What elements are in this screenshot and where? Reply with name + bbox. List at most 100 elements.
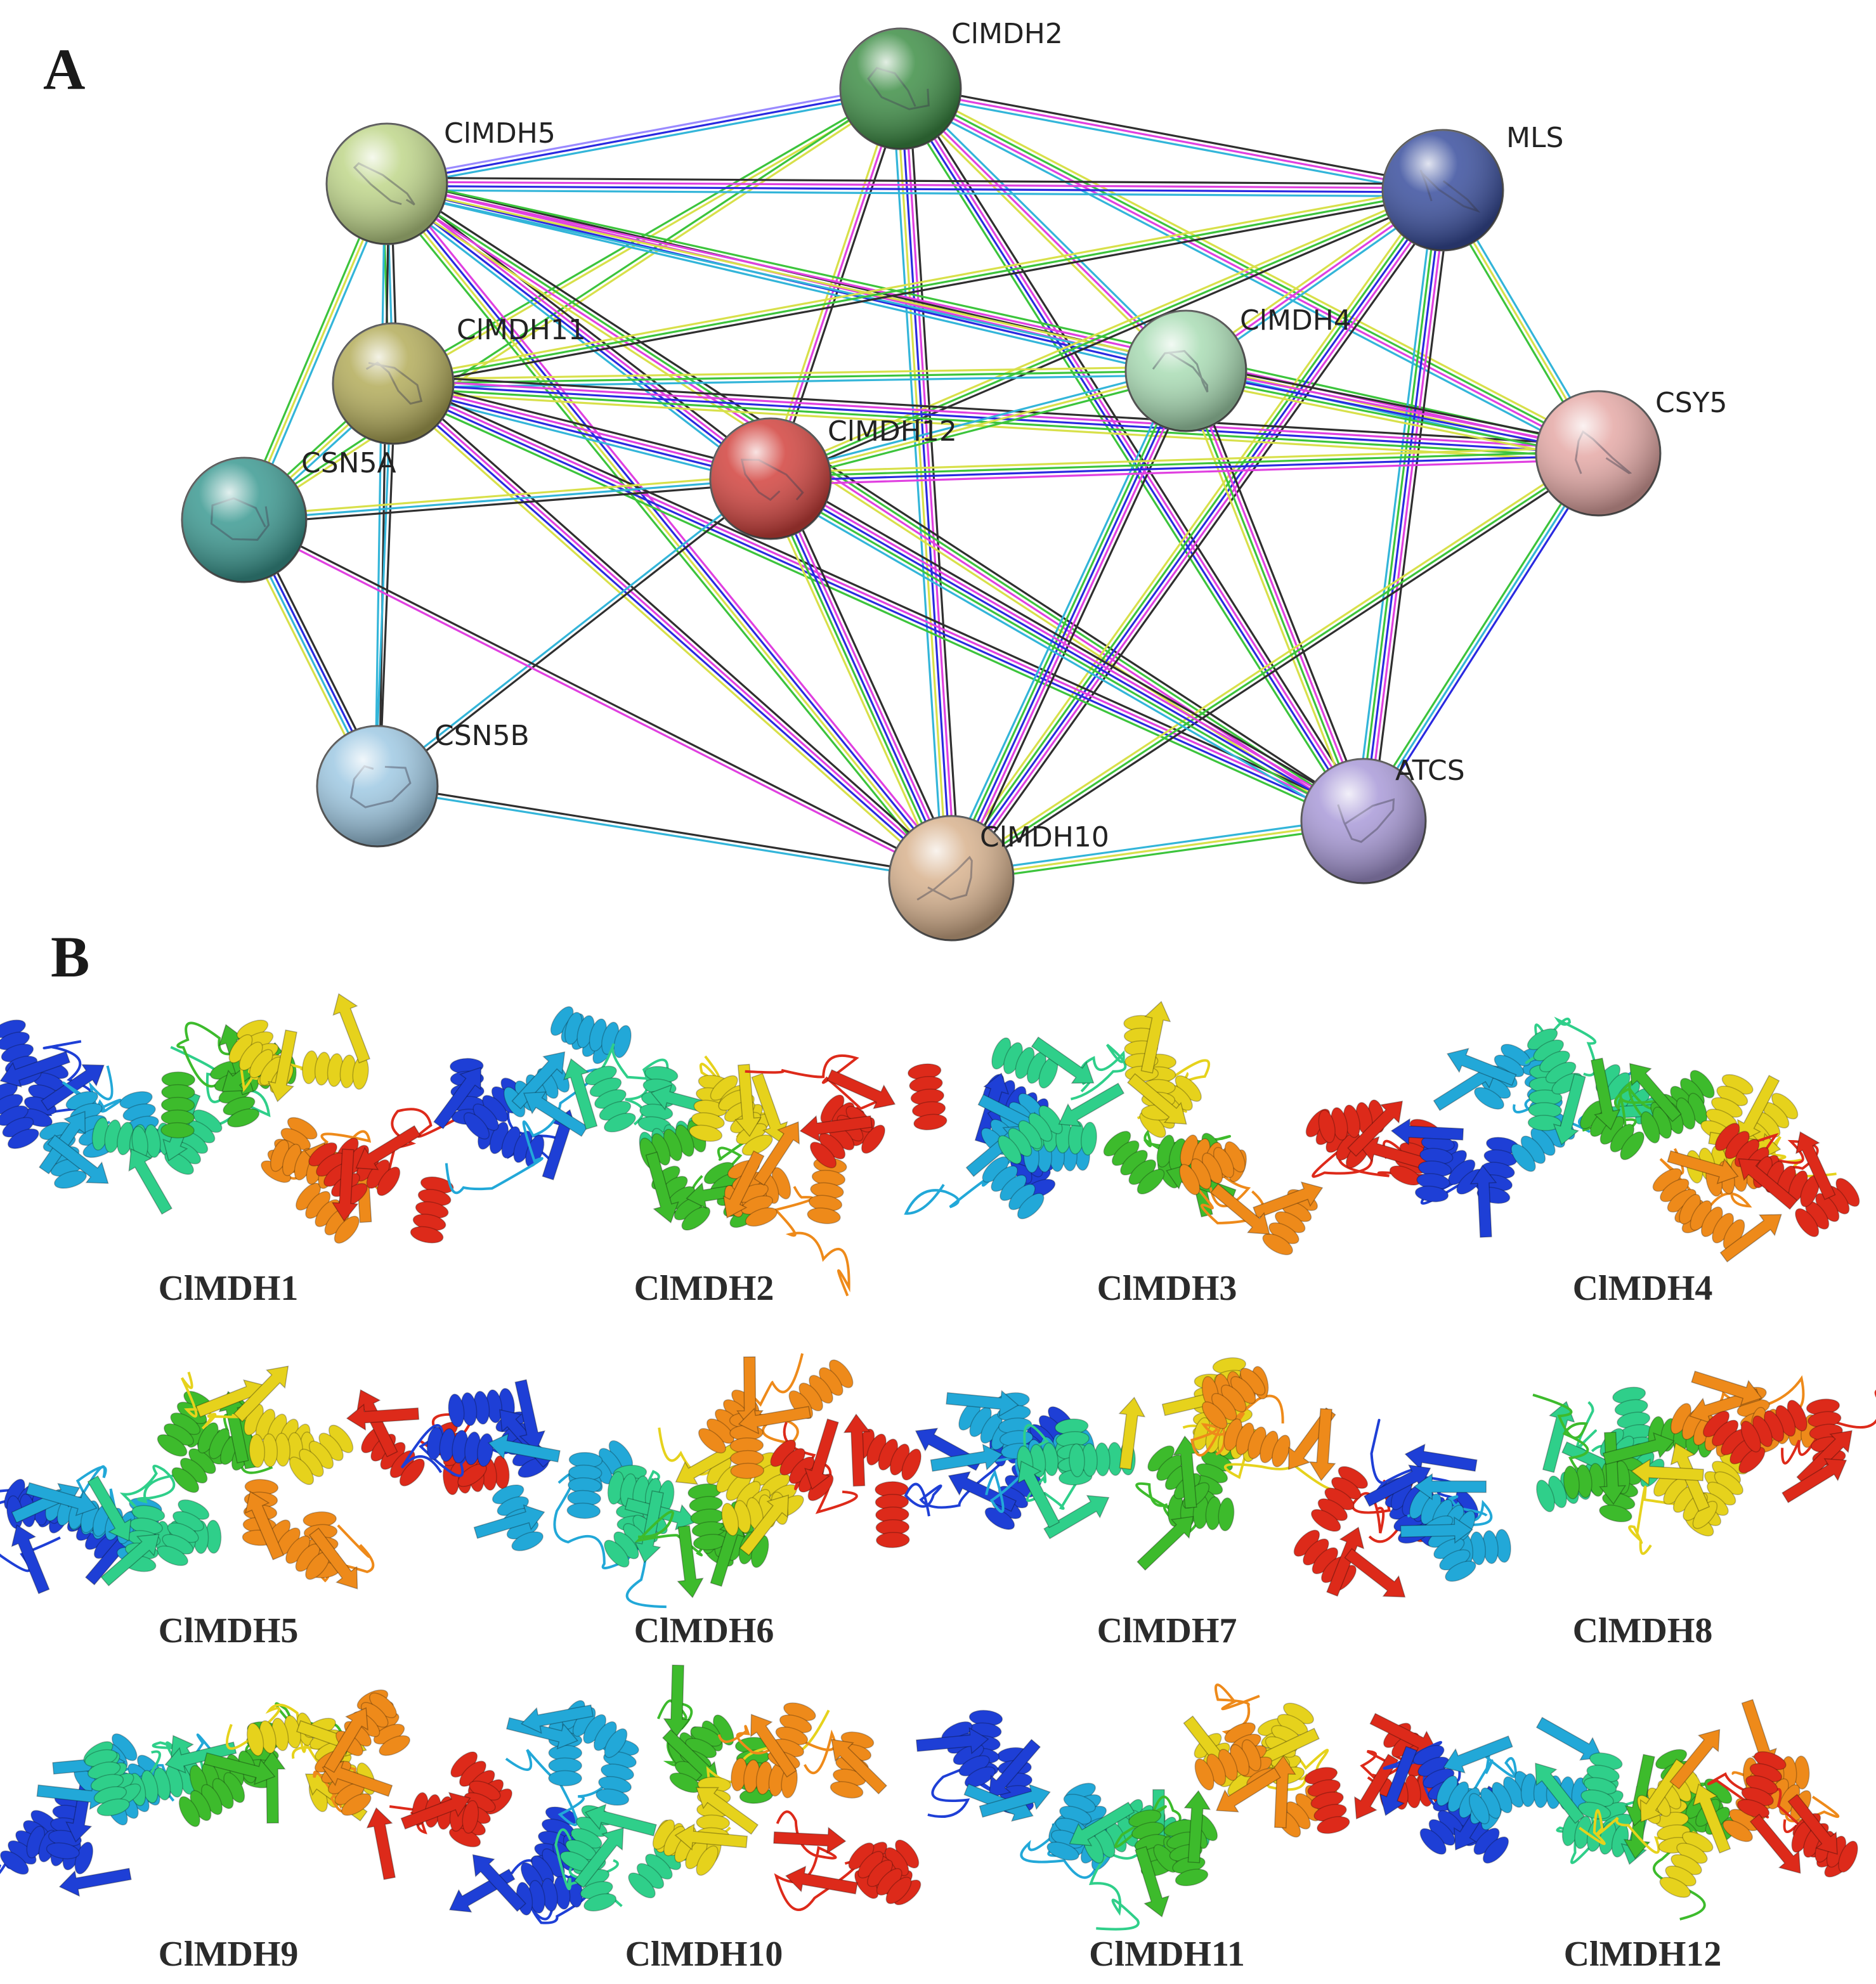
beta-strand	[1326, 1526, 1365, 1597]
node-label: ClMDH2	[951, 18, 1063, 50]
helix	[160, 1071, 195, 1139]
beta-strand	[1058, 1082, 1125, 1127]
helix	[302, 1050, 369, 1090]
beta-strand	[203, 1752, 276, 1786]
beta-strand	[1553, 1073, 1586, 1146]
helix	[562, 1700, 628, 1758]
edge-line	[946, 368, 1183, 877]
beta-strand	[36, 1782, 110, 1810]
beta-strand	[1216, 1767, 1281, 1813]
node-ClMDH12[interactable]: ClMDH12	[709, 415, 957, 540]
node-ClMDH2[interactable]: ClMDH2	[839, 18, 1063, 150]
edge-line	[1358, 189, 1440, 821]
helix-turn	[178, 1796, 200, 1827]
helix-turn	[1736, 1799, 1770, 1819]
helix-turn	[334, 1216, 360, 1244]
helix-turn	[1419, 1828, 1447, 1855]
edge-line	[386, 189, 1443, 198]
helix-turn	[901, 1448, 922, 1481]
edge-line	[244, 477, 771, 521]
node-MLS[interactable]: MLS	[1381, 122, 1563, 252]
beta-strand	[308, 1527, 358, 1590]
structure-ClMDH7: ClMDH7	[904, 1357, 1444, 1650]
helix-turn	[1179, 1164, 1201, 1195]
beta-strand	[1404, 1443, 1478, 1472]
helix-turn	[1599, 1504, 1632, 1522]
beta-strand	[1629, 1063, 1682, 1122]
edge-line	[393, 380, 772, 478]
edge-ClMDH2-ATCS	[894, 84, 1370, 826]
helix-turn	[1577, 1801, 1612, 1820]
helix	[875, 1481, 910, 1548]
edge-ClMDH5-CSN5B	[374, 183, 390, 787]
beta-strand	[946, 1390, 1019, 1417]
edge-ClMDH5-CSY5	[385, 176, 1600, 461]
helix-turn	[1536, 1479, 1555, 1512]
helix	[1223, 1418, 1291, 1468]
helix-turn	[1659, 1876, 1691, 1898]
edge-line	[393, 382, 1599, 455]
edge-line	[378, 384, 396, 787]
node-ClMDH11[interactable]: ClMDH11	[332, 314, 586, 445]
structure-label: ClMDH8	[1573, 1611, 1713, 1650]
coil	[1089, 1834, 1140, 1931]
beta-strand	[332, 993, 371, 1064]
beta-strand	[1043, 1494, 1110, 1540]
beta-strand	[1446, 1047, 1517, 1086]
helix-turn	[1740, 1420, 1761, 1453]
coil	[717, 1725, 837, 1774]
helix	[410, 1176, 454, 1243]
node-CSY5[interactable]: CSY5	[1535, 387, 1728, 517]
helix	[1579, 1100, 1645, 1160]
edge-ClMDH12-ATCS	[765, 470, 1369, 829]
node-ClMDH4[interactable]: ClMDH4	[1124, 304, 1352, 432]
beta-strand	[645, 1151, 679, 1224]
node-ClMDH10[interactable]: ClMDH10	[888, 815, 1109, 942]
structure-ClMDH2: ClMDH2	[433, 1006, 948, 1308]
edge-line	[392, 384, 1364, 824]
helix-turn	[227, 1108, 260, 1128]
beta-strand	[1469, 1164, 1497, 1238]
helix-turn	[377, 1166, 401, 1196]
beta-strand	[1692, 1783, 1731, 1854]
helix	[687, 1483, 727, 1551]
edge-line	[765, 484, 1360, 829]
node-CSN5A[interactable]: CSN5A	[181, 447, 396, 583]
helix-turn	[54, 1170, 87, 1189]
node-CSN5B[interactable]: CSN5B	[316, 720, 530, 848]
node-ATCS[interactable]: ATCS	[1300, 755, 1465, 885]
beta-strand	[523, 1091, 589, 1138]
helix	[566, 1451, 603, 1519]
beta-strand	[1782, 1458, 1847, 1503]
ribbon-model-ClMDH4	[1390, 1016, 1860, 1263]
helix	[1414, 1135, 1455, 1203]
beta-strand	[674, 1823, 748, 1851]
node-label: ClMDH11	[457, 314, 586, 346]
edge-line	[393, 370, 1187, 385]
helix-turn	[1311, 1508, 1341, 1532]
edge-line	[944, 185, 1437, 874]
helix	[1659, 1831, 1714, 1898]
beta-strand	[514, 1379, 546, 1452]
coil	[904, 1451, 1013, 1517]
helix-turn	[160, 1122, 195, 1139]
beta-strand	[773, 1826, 847, 1854]
edge-line	[770, 450, 1598, 478]
coil	[445, 1068, 600, 1195]
beta-strand	[433, 1067, 482, 1130]
helix-turn	[0, 1850, 29, 1875]
node-gloss	[1536, 391, 1660, 515]
edge-line	[771, 454, 1599, 482]
edge-line	[953, 456, 1601, 883]
edge-ClMDH11-ATCS	[390, 377, 1367, 828]
coil	[774, 1810, 859, 1911]
beta-strand	[1363, 1464, 1431, 1507]
node-ClMDH5[interactable]: ClMDH5	[325, 117, 556, 245]
helix-turn	[1468, 1793, 1490, 1825]
edge-ClMDH12-CSN5A	[244, 473, 771, 526]
structure-label: ClMDH4	[1573, 1269, 1713, 1308]
beta-strand	[1749, 1813, 1801, 1874]
node-gloss	[182, 458, 306, 582]
ribbon-model-ClMDH12	[1379, 1699, 1858, 1921]
beta-strand	[1795, 1131, 1836, 1200]
